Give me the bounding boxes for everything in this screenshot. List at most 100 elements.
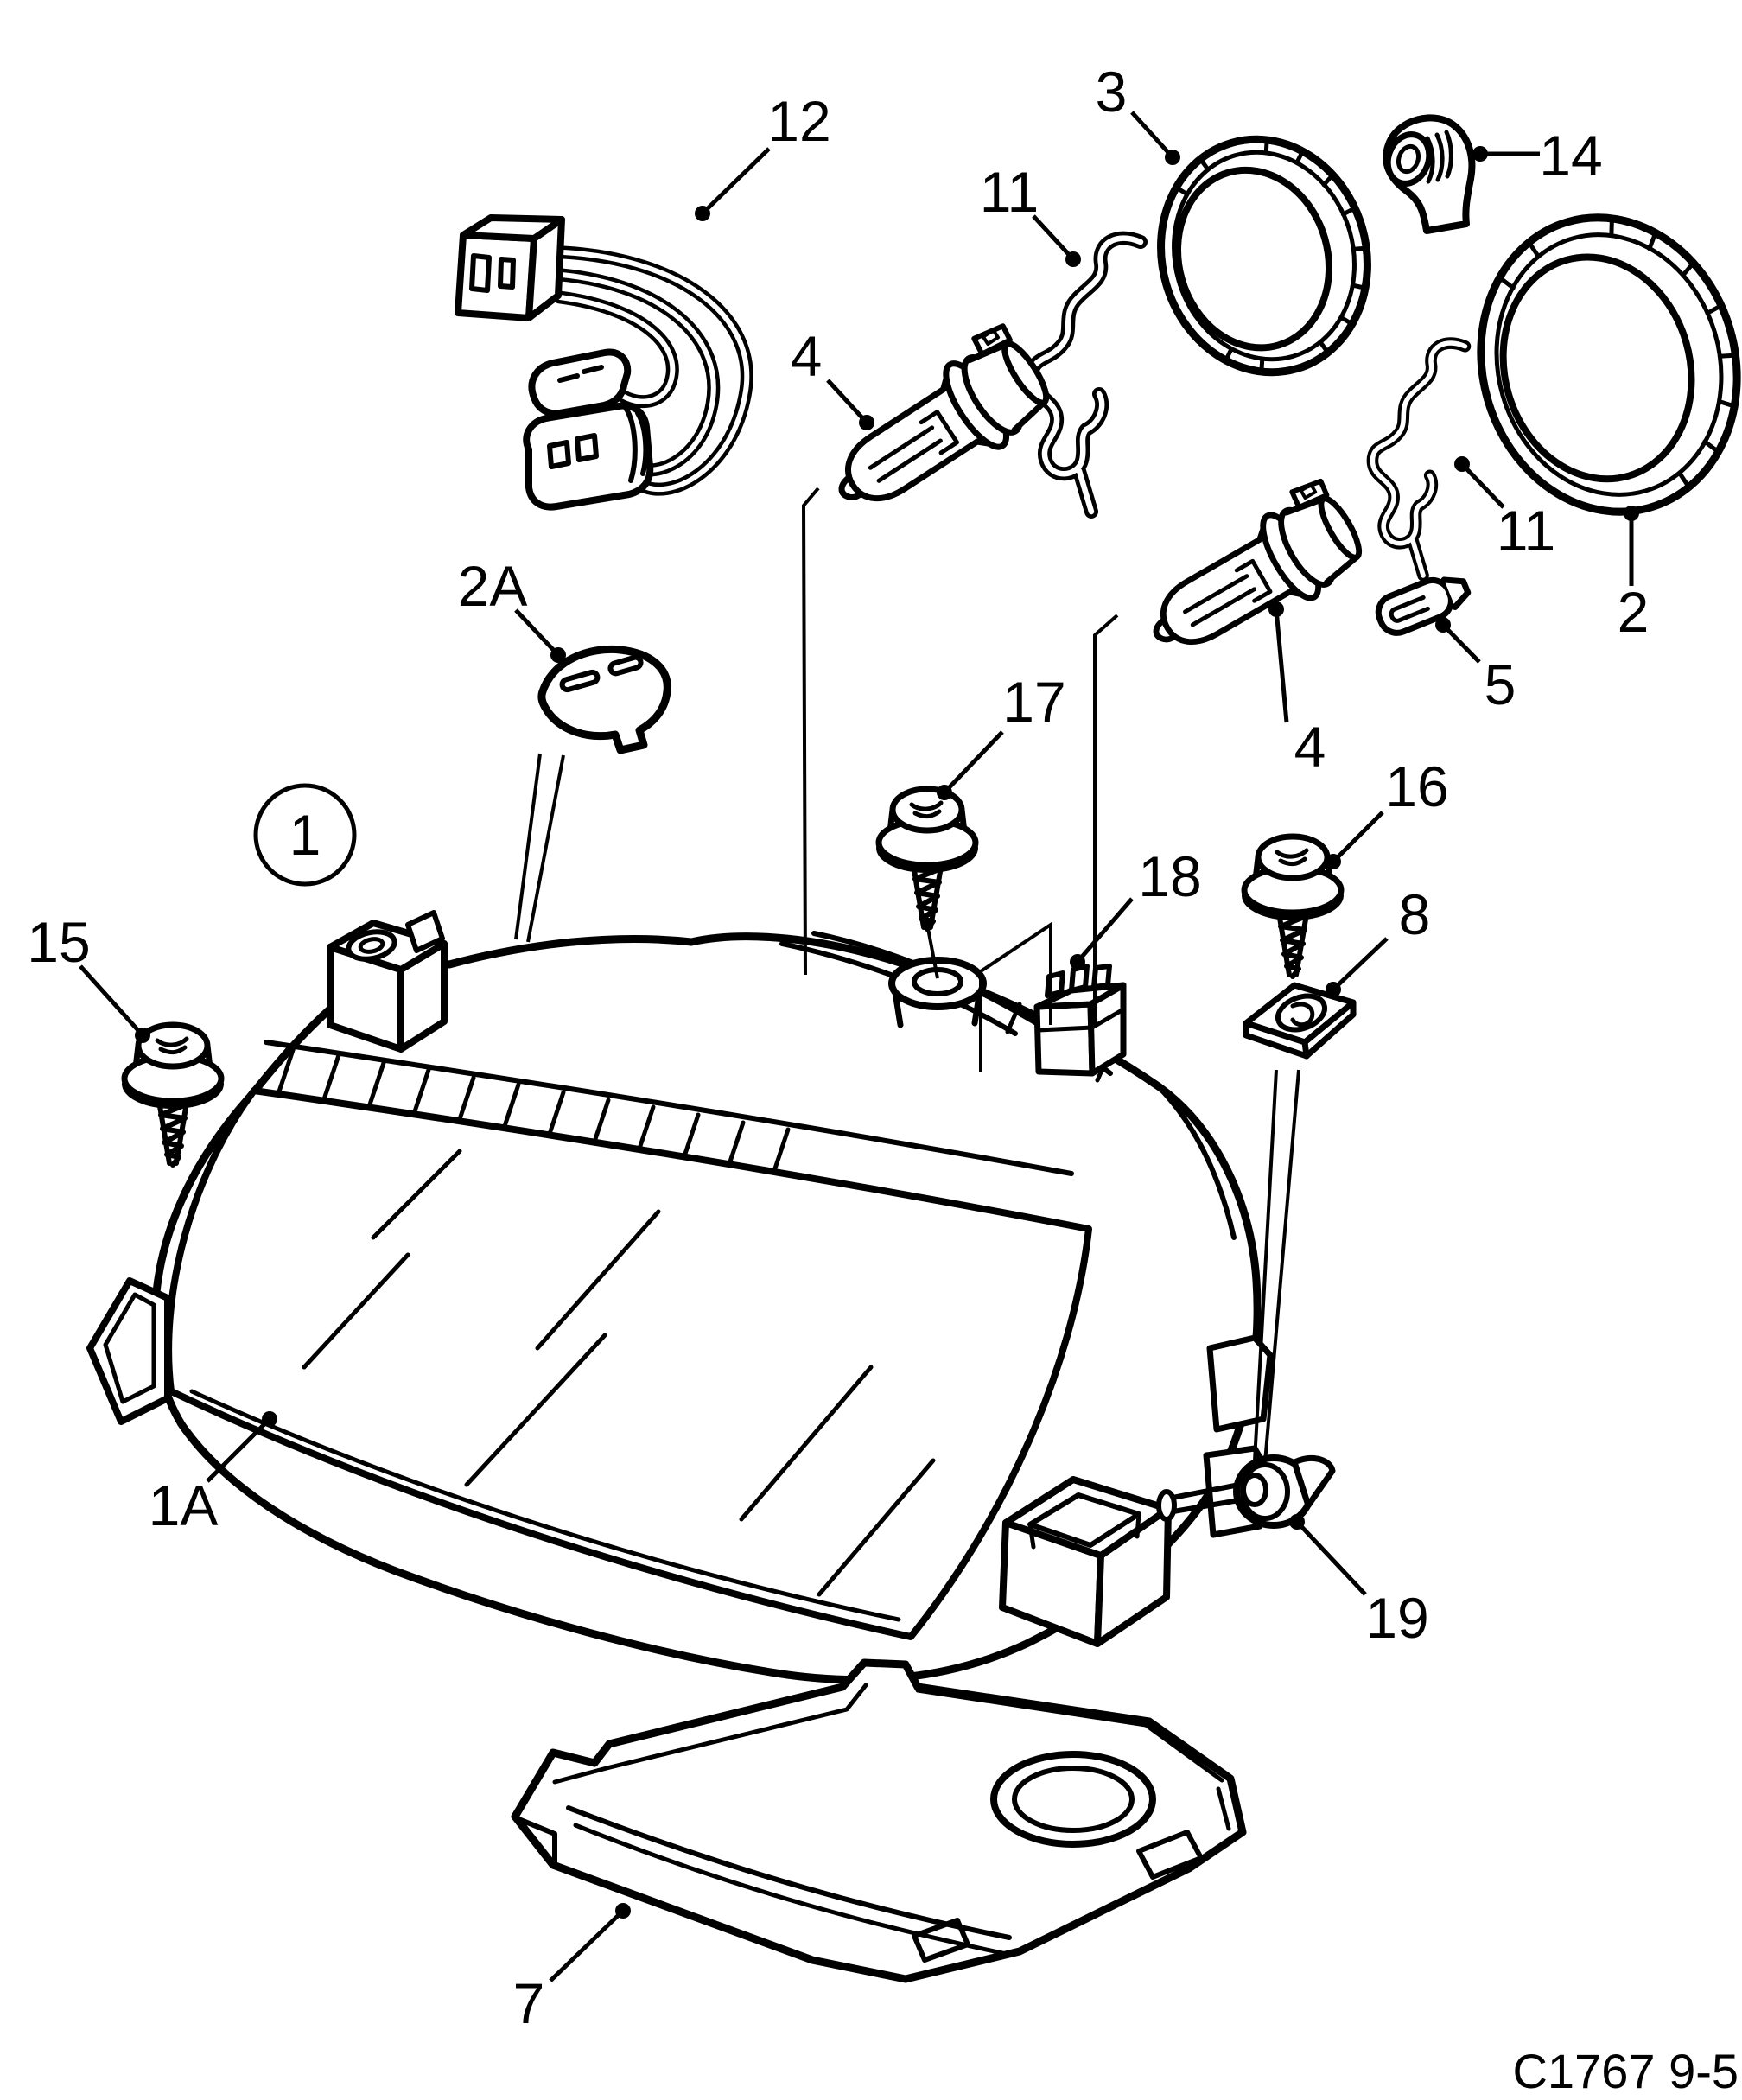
pointer-bulb-upper-to-housing [801, 487, 820, 976]
pointer-clip-nut-to-bracket-b [1263, 1069, 1300, 1463]
leader-dot [1435, 617, 1451, 633]
callout-rubber-elbow: 14 [1472, 124, 1603, 188]
leader-dot [135, 1028, 150, 1043]
leader-line [943, 730, 1004, 794]
leader-line [701, 147, 771, 215]
callout-headlamp-assembly: 1 [253, 783, 357, 887]
pointer-bulb-lower-to-socket [1093, 614, 1119, 1025]
harness-wires [553, 245, 753, 496]
housing-left-tab [86, 1277, 171, 1425]
part-number-label: 12 [767, 89, 830, 153]
leader-dot [937, 785, 952, 800]
part-5-parking-bulb [1375, 576, 1472, 636]
leader-dot [695, 206, 710, 221]
lens-reflection-lines [302, 1149, 936, 1597]
pointer-screw-17-to-post [925, 919, 939, 979]
part-number-label: 15 [27, 910, 90, 974]
part-number-label: 11 [980, 160, 1039, 224]
callout-adjuster-knob: 19 [1289, 1514, 1429, 1650]
part-number-label: 11 [1497, 499, 1556, 563]
leader-line [1332, 937, 1389, 991]
callout-headlamp-bulb-upper: 4 [791, 324, 874, 430]
part-19-adjuster [1156, 1454, 1336, 1529]
pointer-clip-2a-to-housing-a [514, 753, 542, 940]
part-number-label: 2 [1618, 580, 1650, 644]
harness-large-connector [523, 402, 654, 511]
leader-dot [1472, 146, 1488, 162]
leader-line [549, 1909, 625, 1982]
leader-line [206, 1417, 271, 1483]
pointer-socket-window [979, 921, 1052, 1072]
part-number-label: 8 [1399, 882, 1431, 946]
callout-screw-17: 17 [937, 670, 1066, 800]
part-1-headlamp-housing [86, 910, 1336, 1684]
callout-retaining-clip-left: 11 [980, 160, 1081, 267]
leader-line [826, 379, 868, 424]
part-4-bulb-lower [1129, 475, 1373, 675]
leader-dot [1165, 150, 1180, 165]
callout-parking-bulb: 5 [1435, 617, 1516, 716]
leader-line [1460, 462, 1505, 509]
part-3-bulb-cover-small [1157, 135, 1371, 377]
leader-line [514, 608, 560, 657]
callout-wiring-harness: 12 [695, 89, 831, 221]
part-11-retaining-clip-right [1372, 343, 1465, 576]
leader-line [1130, 111, 1174, 159]
leader-dot [1326, 854, 1341, 869]
drawing-code: C1767 9-5 [1512, 2044, 1739, 2098]
part-number-label: 4 [1294, 715, 1326, 779]
part-17-screw [879, 789, 976, 929]
leader-dot [1268, 601, 1284, 617]
part-number-label: 19 [1365, 1586, 1428, 1650]
part-number-label: 18 [1138, 844, 1201, 908]
part-11-retaining-clip-left [1032, 239, 1141, 512]
part-number-label: 7 [513, 1971, 545, 2035]
callout-clip-2a: 2A [458, 554, 566, 663]
leader-line [1076, 897, 1134, 964]
assembly-number-label: 1 [289, 803, 321, 867]
part-number-label: 16 [1385, 754, 1448, 818]
part-number-label: 14 [1539, 124, 1602, 188]
part-15-screw [124, 1025, 221, 1165]
part-number-label: 17 [1002, 670, 1065, 734]
leader-dot [615, 1903, 631, 1919]
leader-line [1295, 1520, 1367, 1596]
part-number-label: 2A [458, 554, 528, 618]
leader-dot [1065, 251, 1081, 267]
assembly-circle [253, 783, 357, 887]
leader-dot [1624, 506, 1639, 521]
part-number-label: 4 [791, 324, 823, 388]
pointer-clip-nut-to-bracket-a [1253, 1069, 1278, 1461]
part-2-bulb-cover-large [1477, 213, 1741, 516]
leader-dot [1454, 456, 1470, 472]
callout-bulb-cover-large: 2 [1618, 506, 1650, 644]
part-7-under-cover [511, 1658, 1247, 1983]
leader-dot [550, 647, 566, 663]
leader-dot [1070, 954, 1085, 970]
callout-screw-16: 16 [1326, 754, 1449, 869]
callout-clip-nut: 8 [1326, 882, 1430, 997]
leader-line [1441, 623, 1481, 664]
callout-bulb-cover-small: 3 [1096, 60, 1180, 165]
part-4-bulb-upper [811, 320, 1060, 532]
part-number-label: 1A [149, 1473, 219, 1537]
callout-layer: 12 3 14 11 4 2A 15 17 18 16 8 2 5 11 4 1A 19 7 1 [27, 60, 1649, 2035]
harness-relay-connector [455, 214, 565, 321]
callout-screw-15: 15 [27, 910, 150, 1043]
part-12-wiring-harness [455, 214, 753, 511]
part-16-screw [1244, 837, 1341, 977]
part-8-clip-nut [1243, 982, 1357, 1060]
part-number-label: 3 [1096, 60, 1128, 124]
leader-dot [262, 1411, 277, 1427]
callout-retaining-clip-right: 11 [1454, 456, 1555, 563]
part-number-label: 5 [1485, 652, 1516, 716]
housing-adjuster-box [999, 1476, 1172, 1647]
callout-headlamp-bulb-lower: 4 [1268, 601, 1326, 779]
leader-dot [1326, 982, 1341, 997]
housing-top-bracket [327, 910, 448, 1053]
leader-line [79, 964, 144, 1037]
leader-line [1032, 214, 1075, 261]
callout-lens: 1A [149, 1411, 277, 1537]
part-14-rubber-elbow [1383, 114, 1476, 234]
pointer-clip-2a-to-housing-b [526, 754, 565, 943]
